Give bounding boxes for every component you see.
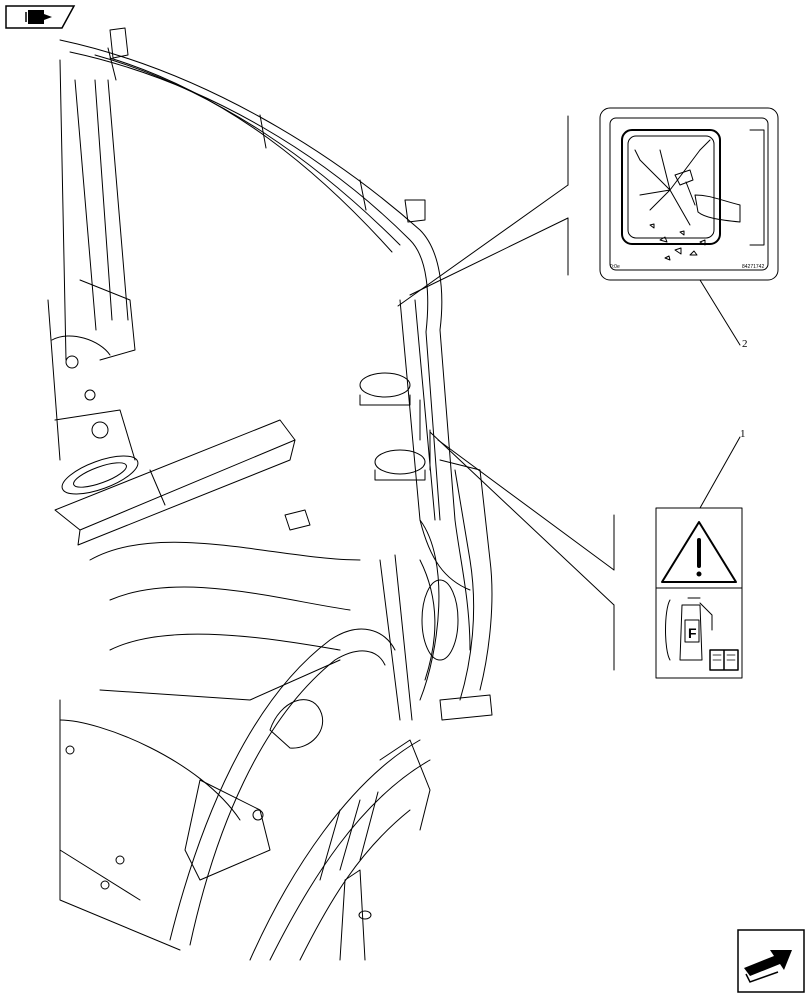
hammer-icon bbox=[674, 169, 696, 206]
page-back-icon bbox=[5, 5, 76, 29]
decal-fire-extinguisher: F bbox=[655, 507, 743, 679]
cab-frame bbox=[47, 27, 493, 961]
fire-extinguisher-icon bbox=[665, 597, 713, 661]
page-forward-icon bbox=[737, 929, 805, 993]
page-back-button[interactable] bbox=[4, 4, 76, 30]
warning-icon bbox=[661, 521, 737, 583]
decal-emergency-exit bbox=[599, 107, 779, 281]
leader-lines bbox=[397, 115, 741, 671]
decal-left-code: 0:0e bbox=[610, 264, 620, 270]
hand-icon bbox=[694, 194, 741, 223]
decal-right-code: 84271742 bbox=[742, 264, 765, 270]
manual-book-icon bbox=[709, 649, 739, 671]
callout-1: 1 bbox=[740, 428, 746, 440]
page-forward-button[interactable] bbox=[736, 928, 806, 994]
callout-2: 2 bbox=[742, 338, 748, 350]
svg-text:F: F bbox=[688, 625, 697, 641]
